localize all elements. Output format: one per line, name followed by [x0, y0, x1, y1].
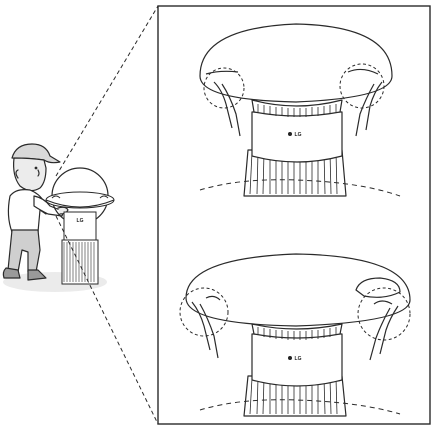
step-1-floor-curve	[199, 179, 401, 197]
step-2-right-highlight	[357, 287, 411, 341]
step-2-body	[251, 333, 343, 387]
step-2-left-hand	[191, 301, 219, 359]
zoom-lines	[55, 5, 159, 425]
step-1-left-hand	[213, 81, 241, 137]
step-2-left-highlight	[179, 287, 229, 337]
left-shoe	[2, 267, 21, 279]
step-2-purifier	[185, 253, 411, 417]
step-2-top-disc	[185, 253, 411, 327]
worker-figure	[2, 143, 107, 292]
purifier-small-filter	[61, 239, 99, 285]
step-2-right-hand	[369, 305, 399, 361]
step-1-left-highlight	[203, 67, 245, 109]
step-1-logo: LG	[295, 132, 302, 138]
purifier-small-body	[63, 211, 97, 244]
svg-text:LG: LG	[77, 218, 84, 224]
step-2-floor-curve	[199, 399, 401, 415]
step-1-top-disc	[199, 23, 393, 103]
detail-panel: LG	[157, 5, 431, 425]
step-1-body	[251, 111, 343, 163]
step-1-purifier	[199, 23, 393, 197]
pants	[7, 229, 41, 273]
step-2-logo: LG	[295, 356, 302, 362]
step-1-right-highlight	[339, 63, 385, 109]
head	[13, 157, 47, 192]
right-shoe	[27, 269, 47, 281]
purifier-small: LG	[45, 167, 115, 285]
step-1-right-hand	[355, 81, 383, 137]
